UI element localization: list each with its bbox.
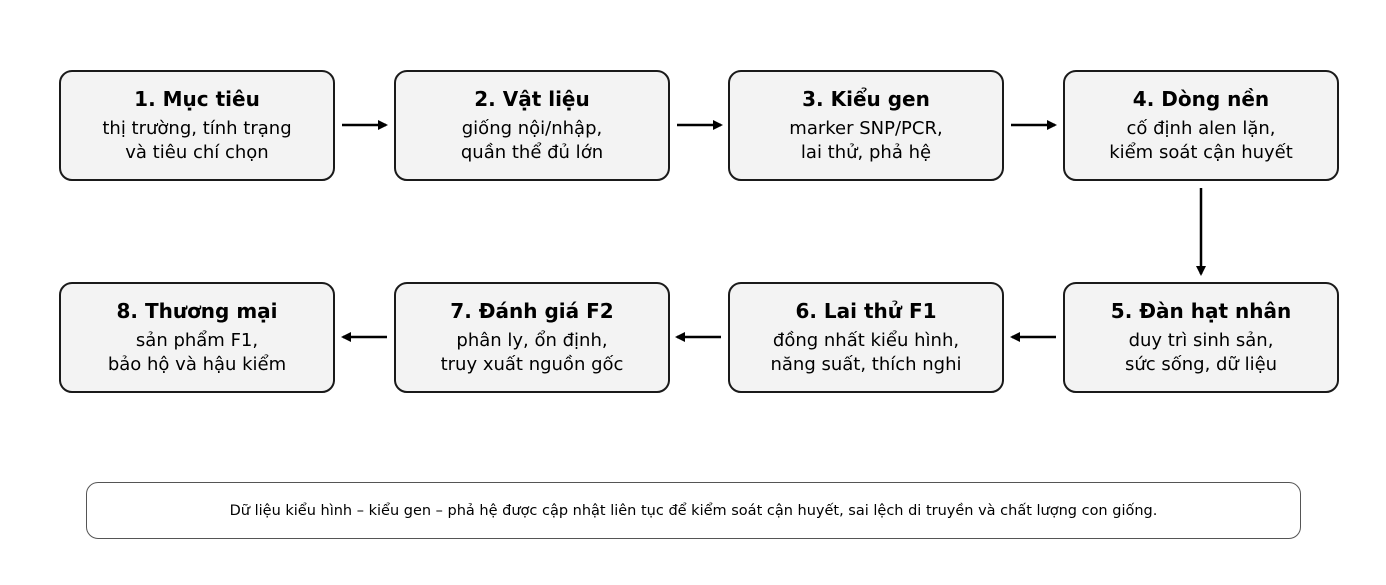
step-6-f1-test-cross: 6. Lai thử F1 đồng nhất kiểu hình, năng … bbox=[728, 282, 1004, 393]
step-description-line: lai thử, phả hệ bbox=[800, 142, 932, 163]
step-5-nucleus-herd: 5. Đàn hạt nhân duy trì sinh sản, sức số… bbox=[1063, 282, 1339, 393]
step-description-line: thị trường, tính trạng bbox=[102, 118, 292, 139]
step-description-line: truy xuất nguồn gốc bbox=[440, 354, 624, 375]
step-description-line: kiểm soát cận huyết bbox=[1109, 142, 1293, 163]
step-4-base-line: 4. Dòng nền cố định alen lặn, kiểm soát … bbox=[1063, 70, 1339, 181]
step-description-line: đồng nhất kiểu hình, bbox=[772, 330, 960, 351]
step-description-line: cố định alen lặn, bbox=[1126, 118, 1276, 139]
step-title: 2. Vật liệu bbox=[474, 87, 590, 111]
step-description-line: quần thể đủ lớn bbox=[460, 142, 604, 163]
step-description-line: phân ly, ổn định, bbox=[456, 330, 608, 351]
step-8-commercial: 8. Thương mại sản phẩm F1, bảo hộ và hậu… bbox=[59, 282, 335, 393]
step-description-line: giống nội/nhập, bbox=[461, 118, 603, 139]
footer-note: Dữ liệu kiểu hình – kiểu gen – phả hệ đư… bbox=[86, 482, 1301, 539]
step-title: 3. Kiểu gen bbox=[802, 87, 930, 111]
step-7-f2-evaluation: 7. Đánh giá F2 phân ly, ổn định, truy xu… bbox=[394, 282, 670, 393]
step-3-genotype: 3. Kiểu gen marker SNP/PCR, lai thử, phả… bbox=[728, 70, 1004, 181]
step-description-line: năng suất, thích nghi bbox=[770, 354, 962, 375]
step-title: 1. Mục tiêu bbox=[134, 87, 260, 111]
step-title: 5. Đàn hạt nhân bbox=[1110, 299, 1292, 323]
step-description-line: marker SNP/PCR, bbox=[789, 118, 943, 139]
step-title: 4. Dòng nền bbox=[1132, 87, 1270, 111]
step-title: 8. Thương mại bbox=[116, 299, 278, 323]
step-description-line: duy trì sinh sản, bbox=[1128, 330, 1274, 351]
step-description-line: bảo hộ và hậu kiểm bbox=[107, 354, 287, 375]
step-1-goal: 1. Mục tiêu thị trường, tính trạng và ti… bbox=[59, 70, 335, 181]
step-2-material: 2. Vật liệu giống nội/nhập, quần thể đủ … bbox=[394, 70, 670, 181]
step-description-line: và tiêu chí chọn bbox=[125, 142, 269, 163]
step-title: 7. Đánh giá F2 bbox=[450, 299, 614, 323]
step-title: 6. Lai thử F1 bbox=[795, 299, 937, 323]
step-description-line: sức sống, dữ liệu bbox=[1124, 354, 1278, 375]
step-description-line: sản phẩm F1, bbox=[135, 330, 259, 351]
